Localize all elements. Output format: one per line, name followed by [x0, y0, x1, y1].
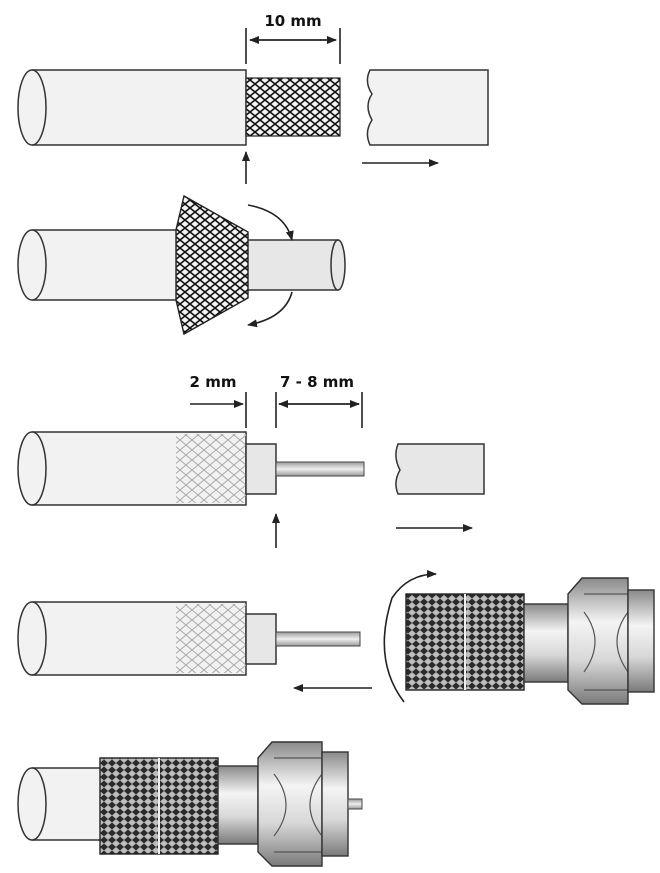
dielectric — [245, 443, 277, 495]
step-1-strip-jacket: 10 mm — [17, 12, 489, 184]
braid-mesh-icon — [245, 77, 341, 137]
cable-end — [17, 229, 47, 301]
hex-nut — [257, 741, 323, 867]
step-4-screw-connector — [17, 570, 655, 705]
connector-body — [523, 603, 569, 683]
cable-end — [17, 69, 47, 146]
braid-length-label: 2 mm — [190, 373, 237, 391]
dielectric-end — [330, 239, 346, 291]
step-3-strip-dielectric: 2 mm 7 - 8 mm — [17, 373, 485, 548]
curved-arrow-icon — [247, 291, 293, 328]
center-conductor — [275, 631, 361, 647]
curved-arrow-icon — [383, 570, 437, 703]
cable-jacket — [32, 229, 181, 301]
conductor-length-label: 7 - 8 mm — [280, 373, 354, 391]
strip-length-label: 10 mm — [264, 12, 321, 30]
cable-end — [17, 431, 47, 506]
dielectric — [245, 613, 277, 665]
cable-jacket — [32, 69, 247, 146]
step-5-finished-assembly — [17, 741, 363, 867]
curved-arrow-icon — [247, 204, 294, 241]
connector-face — [321, 751, 349, 857]
connector-body — [217, 765, 259, 845]
removed-jacket-piece — [366, 69, 489, 146]
hex-nut-facets — [583, 593, 629, 691]
dielectric — [240, 239, 339, 291]
braid-mesh-icon — [175, 194, 249, 336]
hex-nut — [567, 577, 629, 705]
braid-mesh-icon — [176, 434, 246, 503]
center-conductor — [347, 798, 363, 810]
f-connector-icon — [405, 577, 655, 705]
cable-end — [17, 601, 47, 676]
cable-end — [17, 767, 47, 841]
removed-dielectric-piece — [395, 443, 485, 495]
braid-mesh-icon — [176, 604, 246, 673]
f-connector-icon — [99, 741, 363, 867]
hex-nut-facets — [273, 757, 323, 853]
connector-face — [627, 589, 655, 693]
step-2-fold-braid — [17, 194, 346, 336]
center-conductor — [275, 461, 365, 477]
